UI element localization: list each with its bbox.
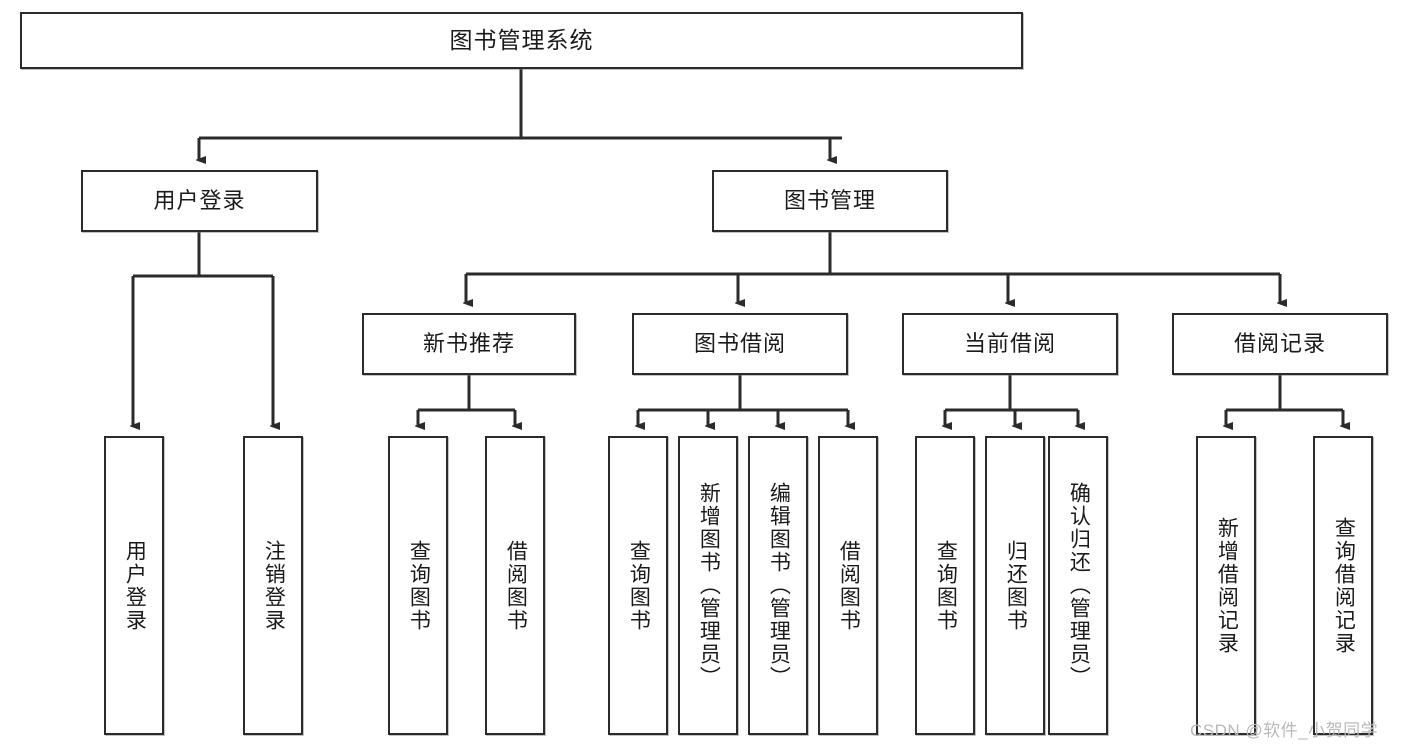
- node-new-book-recommend-label: 新书推荐: [422, 331, 515, 357]
- node-current-borrow[interactable]: 当前借阅: [902, 313, 1118, 375]
- leaf-bb-add-book-admin-label: 新增图书（管理员）: [697, 482, 721, 689]
- leaf-bb-add-book-admin[interactable]: 新增图书（管理员）: [678, 436, 738, 735]
- leaf-br-query-record-label: 查询借阅记录: [1332, 516, 1356, 655]
- leaf-cb-confirm-return-admin-label: 确认归还（管理员）: [1067, 482, 1091, 689]
- leaf-nbr-borrow-book[interactable]: 借阅图书: [485, 436, 545, 735]
- leaf-br-add-record[interactable]: 新增借阅记录: [1196, 436, 1256, 735]
- leaf-cb-return-book[interactable]: 归还图书: [985, 436, 1045, 735]
- node-new-book-recommend[interactable]: 新书推荐: [362, 313, 576, 375]
- leaf-br-query-record[interactable]: 查询借阅记录: [1313, 436, 1373, 735]
- leaf-bb-borrow-book[interactable]: 借阅图书: [818, 436, 878, 735]
- node-root-label: 图书管理系统: [449, 27, 594, 54]
- leaf-cb-return-book-label: 归还图书: [1004, 539, 1028, 632]
- leaf-user-login[interactable]: 用户登录: [104, 436, 164, 735]
- leaf-logout-label: 注销登录: [262, 539, 286, 632]
- node-book-borrow-label: 图书借阅: [693, 331, 786, 357]
- node-root[interactable]: 图书管理系统: [20, 12, 1023, 69]
- node-user-login[interactable]: 用户登录: [81, 170, 318, 232]
- leaf-bb-edit-book-admin[interactable]: 编辑图书（管理员）: [748, 436, 808, 735]
- node-borrow-record[interactable]: 借阅记录: [1172, 313, 1388, 375]
- leaf-logout[interactable]: 注销登录: [243, 436, 303, 735]
- leaf-bb-edit-book-admin-label: 编辑图书（管理员）: [767, 482, 791, 689]
- leaf-cb-query-book-label: 查询图书: [934, 539, 958, 632]
- node-current-borrow-label: 当前借阅: [963, 331, 1056, 357]
- node-book-borrow[interactable]: 图书借阅: [632, 313, 848, 375]
- leaf-bb-query-book[interactable]: 查询图书: [608, 436, 668, 735]
- leaf-br-add-record-label: 新增借阅记录: [1215, 516, 1239, 655]
- node-book-management-label: 图书管理: [783, 188, 876, 214]
- watermark: CSDN @软件_小贺同学: [1190, 721, 1379, 740]
- leaf-nbr-query-book-label: 查询图书: [407, 539, 431, 632]
- leaf-cb-confirm-return-admin[interactable]: 确认归还（管理员）: [1048, 436, 1108, 735]
- leaf-cb-query-book[interactable]: 查询图书: [915, 436, 975, 735]
- leaf-bb-query-book-label: 查询图书: [627, 539, 651, 632]
- node-book-management[interactable]: 图书管理: [712, 170, 948, 232]
- leaf-bb-borrow-book-label: 借阅图书: [837, 539, 861, 632]
- node-borrow-record-label: 借阅记录: [1233, 331, 1326, 357]
- leaf-nbr-query-book[interactable]: 查询图书: [388, 436, 448, 735]
- leaf-nbr-borrow-book-label: 借阅图书: [504, 539, 528, 632]
- leaf-user-login-label: 用户登录: [123, 539, 147, 632]
- node-user-login-label: 用户登录: [153, 188, 246, 214]
